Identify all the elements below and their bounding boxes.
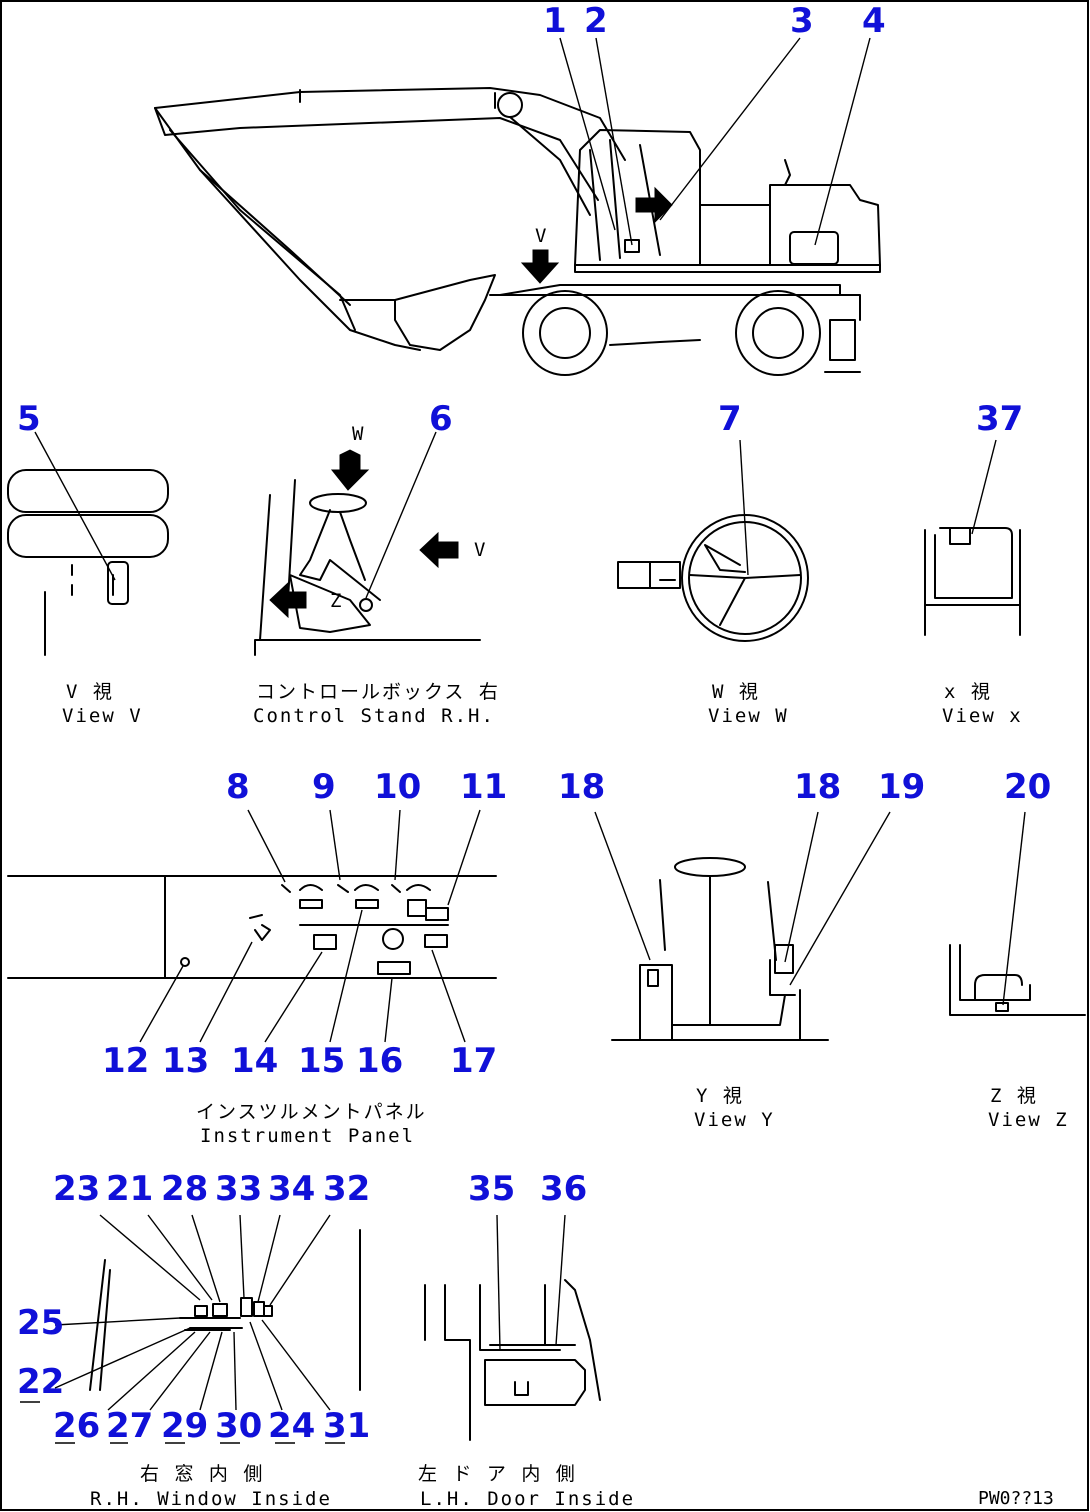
callout-14: 14	[231, 1041, 278, 1081]
callout-5: 5	[17, 399, 41, 439]
caption-instrument-en: Instrument Panel	[200, 1125, 415, 1147]
callout-15: 15	[298, 1041, 345, 1081]
callout-29: 29	[161, 1406, 208, 1446]
caption-view-v-en: View V	[62, 705, 143, 727]
view-v-letter: V	[535, 225, 548, 247]
callout-35: 35	[468, 1169, 515, 1209]
caption-rh-window-en: R.H. Window Inside	[90, 1488, 332, 1510]
view-v-arrow-stand	[419, 531, 459, 569]
callout-2: 2	[584, 1, 608, 41]
main-leaders	[559, 37, 871, 246]
callout-32: 32	[323, 1169, 370, 1209]
caption-rh-window-jp: 右 窓 内 側	[140, 1463, 264, 1485]
view-z-box	[949, 811, 1086, 1016]
view-w-steering-wheel	[617, 439, 809, 642]
view-z-letter: Z	[330, 590, 343, 612]
cab-arrow	[635, 186, 673, 224]
callout-10: 10	[374, 767, 421, 807]
view-w-letter: W	[352, 423, 365, 445]
caption-view-x-jp: x 視	[944, 681, 992, 703]
rh-window-inside	[20, 1214, 361, 1444]
callout-3: 3	[790, 1, 814, 41]
callout-18-right: 18	[794, 767, 841, 807]
caption-view-v-jp: V 視	[66, 681, 114, 703]
callout-24: 24	[268, 1406, 315, 1446]
callout-8: 8	[226, 767, 250, 807]
caption-instrument-jp: インスツルメントパネル	[196, 1101, 427, 1123]
rear-wheel	[735, 290, 821, 376]
caption-view-x-en: View x	[942, 705, 1023, 727]
caption-control-stand-en: Control Stand R.H.	[253, 705, 495, 727]
caption-view-y-en: View Y	[694, 1109, 775, 1131]
drawing-reference: PW0??13	[978, 1488, 1054, 1509]
caption-control-stand-jp: コントロールボックス 右	[256, 681, 500, 703]
view-w-arrow	[330, 449, 370, 491]
lh-door-inside	[424, 1214, 601, 1441]
callout-34: 34	[268, 1169, 315, 1209]
caption-view-z-jp: Z 視	[990, 1085, 1038, 1107]
view-v-arrow	[520, 249, 560, 284]
caption-view-w-jp: W 視	[712, 681, 760, 703]
view-v-seat	[7, 431, 169, 656]
callout-4: 4	[862, 1, 886, 41]
callout-20: 20	[1004, 767, 1051, 807]
callout-25: 25	[17, 1303, 64, 1343]
caption-view-y-jp: Y 視	[696, 1085, 744, 1107]
view-y-cab-interior	[594, 811, 891, 1041]
callout-13: 13	[162, 1041, 209, 1081]
callout-7: 7	[718, 399, 742, 439]
callout-33: 33	[215, 1169, 262, 1209]
instrument-panel	[7, 809, 497, 1043]
view-x-panel	[924, 439, 1021, 636]
callout-22: 22	[17, 1362, 64, 1402]
caption-view-z-en: View Z	[988, 1109, 1069, 1131]
callout-37: 37	[976, 399, 1023, 439]
caption-lh-door-en: L.H. Door Inside	[420, 1488, 635, 1510]
callout-26: 26	[53, 1406, 100, 1446]
callout-9: 9	[312, 767, 336, 807]
callout-21: 21	[106, 1169, 153, 1209]
view-v-letter-stand: V	[474, 539, 487, 561]
callout-31: 31	[323, 1406, 370, 1446]
excavator-side-view: V	[154, 87, 881, 376]
callout-17: 17	[450, 1041, 497, 1081]
callout-11: 11	[460, 767, 507, 807]
caption-lh-door-jp: 左 ド ア 内 側	[418, 1463, 577, 1485]
callout-12: 12	[102, 1041, 149, 1081]
boom-outline	[154, 87, 626, 161]
callout-36: 36	[540, 1169, 587, 1209]
control-stand-rh: W V Z	[254, 423, 487, 656]
callout-6: 6	[429, 399, 453, 439]
callout-18-left: 18	[558, 767, 605, 807]
callout-27: 27	[106, 1406, 153, 1446]
callout-19: 19	[878, 767, 925, 807]
bucket-outline	[394, 274, 496, 351]
caption-view-w-en: View W	[708, 705, 789, 727]
callout-1: 1	[543, 1, 567, 41]
callout-23: 23	[53, 1169, 100, 1209]
callout-28: 28	[161, 1169, 208, 1209]
view-z-arrow	[269, 581, 307, 619]
callout-16: 16	[356, 1041, 403, 1081]
front-wheel	[522, 290, 608, 376]
callout-30: 30	[215, 1406, 262, 1446]
